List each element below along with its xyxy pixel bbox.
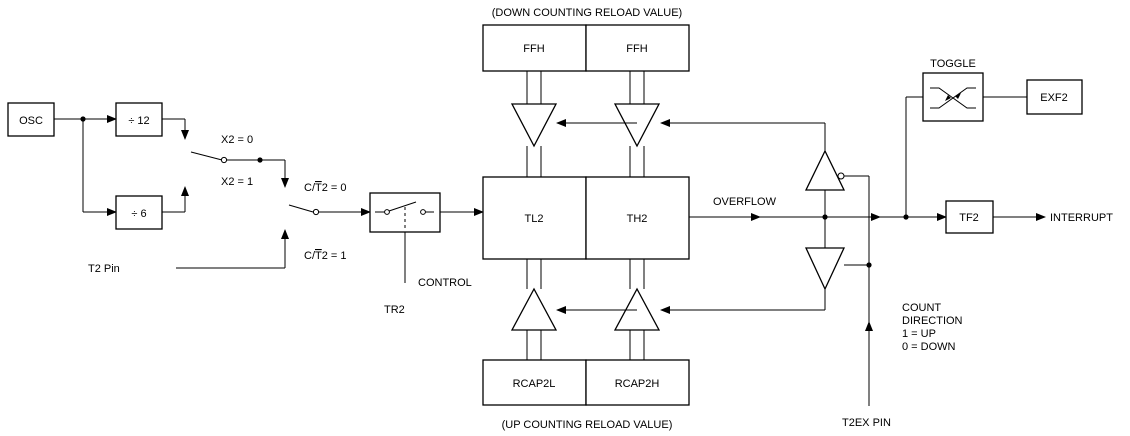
t2ex-pin-label: T2EX PIN [842, 417, 891, 429]
down-counting-caption: (DOWN COUNTING RELOAD VALUE) [492, 7, 682, 19]
t2-pin-label: T2 Pin [88, 263, 120, 275]
tl2-label: TL2 [525, 213, 544, 225]
direction-buffer-upper [804, 149, 846, 191]
divide-by-12-label: ÷ 12 [128, 115, 149, 127]
up-counting-caption: (UP COUNTING RELOAD VALUE) [502, 419, 673, 431]
overflow-label: OVERFLOW [713, 196, 777, 208]
upper-bus-left [526, 71, 542, 177]
direction-buffer-lower [804, 247, 846, 291]
ct-switch-contact [312, 208, 320, 216]
upper-bus-right [629, 71, 645, 177]
toggle-box [922, 72, 984, 122]
count-direction-line-2: DIRECTION [902, 315, 963, 327]
ffh-high-label: FFH [626, 43, 647, 55]
osc-label: OSC [19, 115, 43, 127]
toggle-label: TOGGLE [930, 58, 976, 70]
up-reload-buffer-left [510, 287, 558, 331]
down-reload-buffer-right [613, 103, 661, 148]
control-contact-left [384, 209, 390, 215]
x2-switch-contact [220, 156, 228, 164]
ffh-low-box [482, 24, 587, 72]
lower-bus-left [526, 259, 542, 360]
rcap2l-label: RCAP2L [513, 378, 556, 390]
x2-1-label: X2 = 1 [221, 176, 253, 188]
th2-label: TH2 [627, 213, 648, 225]
th2-register-box [585, 176, 690, 260]
rcap2h-label: RCAP2H [615, 378, 660, 390]
rcap2l-box [482, 359, 587, 406]
tf2-box [945, 200, 994, 234]
divide-by-6-box [115, 195, 163, 230]
osc-box [7, 102, 55, 137]
tl2-register-box [482, 176, 587, 260]
count-direction-line-4: 0 = DOWN [902, 341, 956, 353]
x2-switch-blade [190, 151, 223, 161]
control-switch-blade [388, 201, 417, 212]
ffh-high-box [585, 24, 690, 72]
tr2-label: TR2 [384, 304, 405, 316]
lower-bus-right [629, 259, 645, 360]
ct-switch-blade [288, 204, 314, 213]
x2-0-label: X2 = 0 [221, 134, 253, 146]
exf2-box [1026, 79, 1083, 115]
exf2-label: EXF2 [1040, 92, 1068, 104]
ct2-1-label: C/T2 = 1 [304, 250, 347, 262]
interrupt-label: INTERRUPT [1050, 212, 1113, 224]
toggle-cross-symbol [930, 87, 976, 109]
ffh-low-label: FFH [523, 43, 544, 55]
down-reload-buffer-left [510, 103, 558, 148]
ct2-0-label: C/T2 = 0 [304, 182, 347, 194]
rcap2h-box [585, 359, 690, 406]
direction-inverter-bubble [837, 172, 845, 180]
count-direction-note: COUNT DIRECTION 1 = UP 0 = DOWN [902, 302, 963, 353]
divide-by-6-label: ÷ 6 [131, 208, 146, 220]
count-direction-line-3: 1 = UP [902, 328, 936, 340]
control-contact-right [420, 209, 426, 215]
control-label: CONTROL [418, 277, 472, 289]
count-direction-line-1: COUNT [902, 302, 941, 314]
tf2-label: TF2 [959, 212, 979, 224]
